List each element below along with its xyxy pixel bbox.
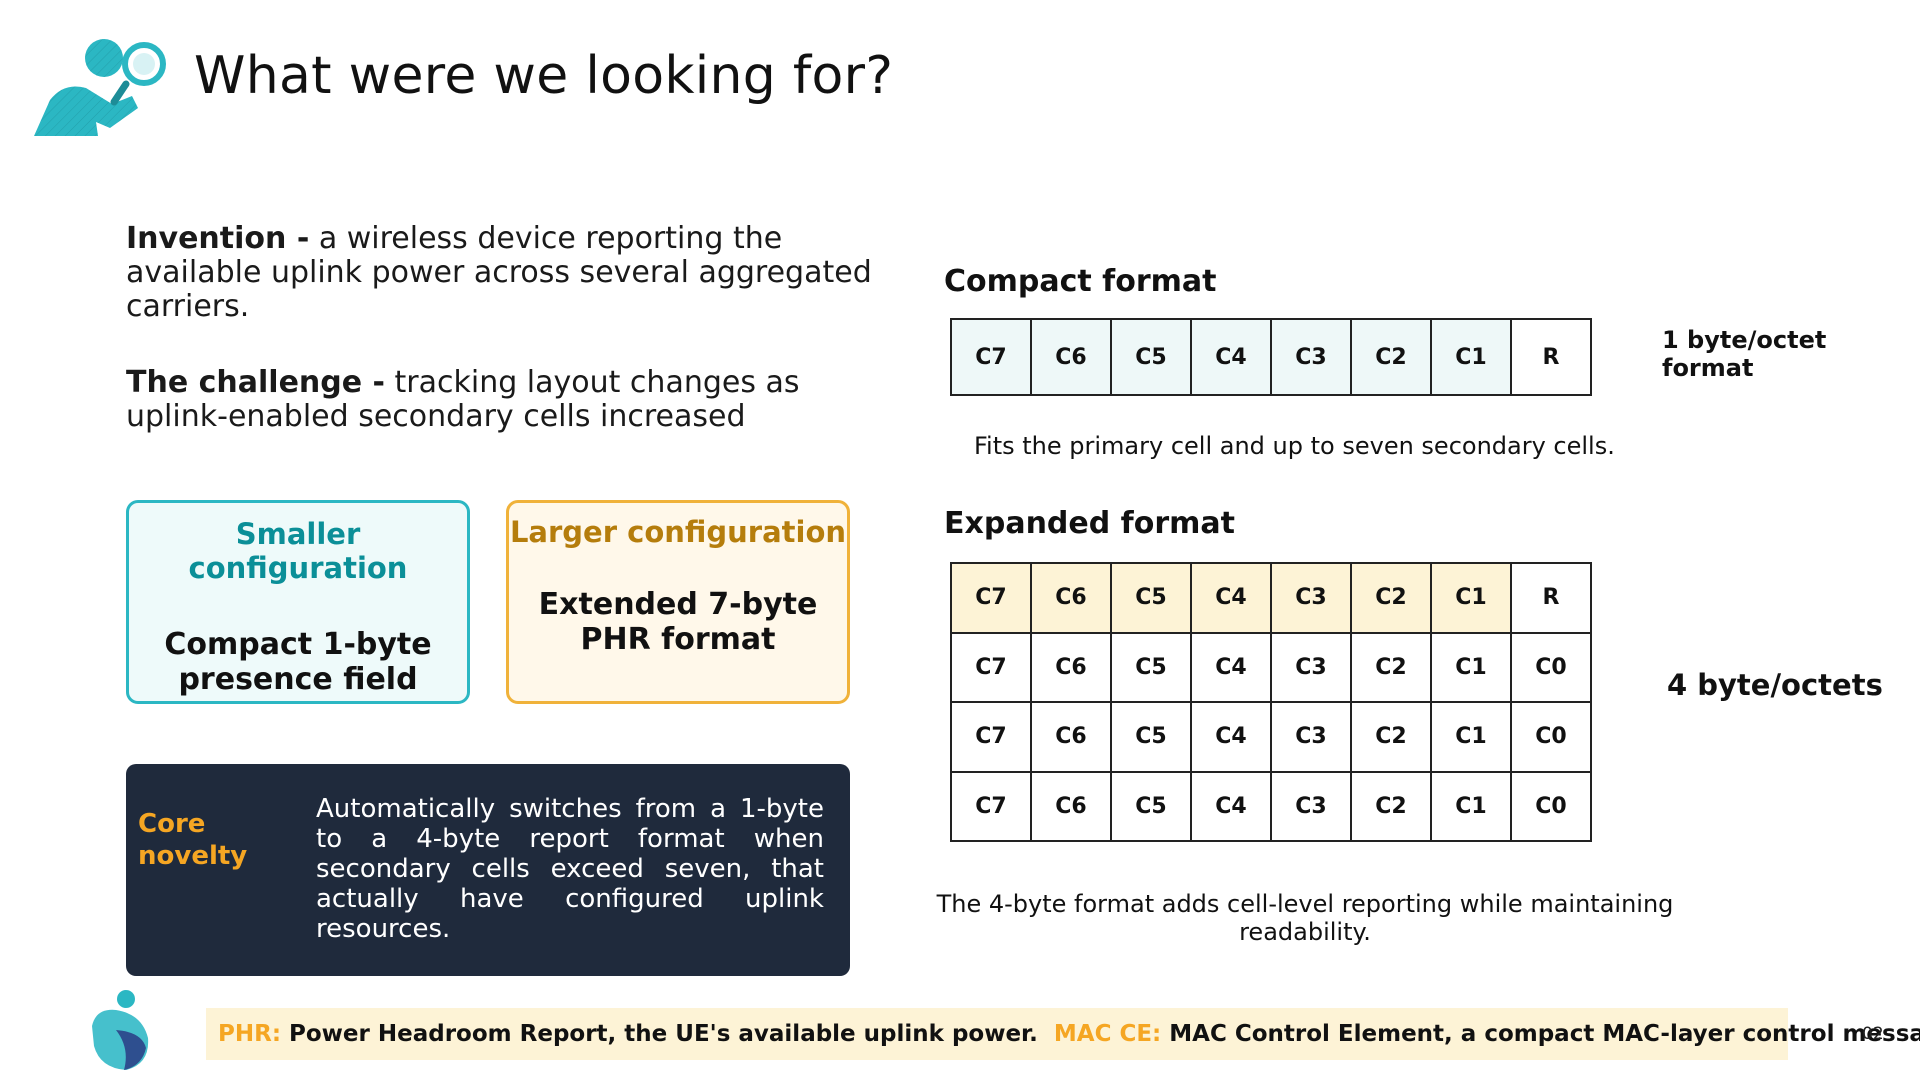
core-novelty-text: Automatically switches from a 1-byte to … (316, 794, 824, 944)
expanded-format-heading: Expanded format (944, 506, 1235, 541)
expanded-bit-cell: C0 (1510, 631, 1592, 703)
expanded-bit-cell: C6 (1030, 770, 1112, 842)
phr-definition: Power Headroom Report, the UE's availabl… (281, 1021, 1038, 1047)
mac-ce-key: MAC CE: (1053, 1021, 1162, 1047)
compact-format-heading: Compact format (944, 264, 1217, 299)
expanded-bit-cell: C5 (1110, 631, 1192, 703)
smaller-configuration-card: Smaller configuration Compact 1-byte pre… (126, 500, 470, 704)
compact-bit-cell: C6 (1030, 318, 1112, 396)
expanded-bit-cell: C7 (950, 562, 1032, 634)
expanded-bit-cell: C6 (1030, 701, 1112, 773)
smaller-configuration-heading: Smaller configuration (188, 517, 408, 585)
expanded-bit-cell: C7 (950, 701, 1032, 773)
expanded-bit-cell: C4 (1190, 562, 1272, 634)
compact-bit-cell: C5 (1110, 318, 1192, 396)
larger-configuration-card: Larger configuration Extended 7-byte PHR… (506, 500, 850, 704)
expanded-bit-cell: R (1510, 562, 1592, 634)
expanded-bit-cell: C4 (1190, 770, 1272, 842)
brand-logo-icon (92, 990, 149, 1070)
expanded-bit-cell: C2 (1350, 562, 1432, 634)
expanded-format-table: C7 C6 C5 C4 C3 C2 C1 R C7 C6 C5 C4 C3 C2… (950, 562, 1592, 842)
invention-text: a wireless device reporting the availabl… (126, 221, 872, 324)
expanded-bit-cell: C3 (1270, 701, 1352, 773)
compact-size-label: 1 byte/octet format (1662, 326, 1827, 382)
expanded-bit-cell: C2 (1350, 631, 1432, 703)
table-row: C7 C6 C5 C4 C3 C2 C1 C0 (950, 770, 1592, 842)
expanded-bit-cell: C3 (1270, 770, 1352, 842)
expanded-size-label: 4 byte/octets (1667, 668, 1883, 702)
table-row: C7 C6 C5 C4 C3 C2 C1 C0 (950, 701, 1592, 773)
expanded-bit-cell: C7 (950, 770, 1032, 842)
expanded-bit-cell: C6 (1030, 631, 1112, 703)
expanded-bit-cell: C1 (1430, 562, 1512, 634)
expanded-bit-cell: C2 (1350, 701, 1432, 773)
expanded-bit-cell: C5 (1110, 701, 1192, 773)
expanded-bit-cell: C1 (1430, 770, 1512, 842)
expanded-bit-cell: C3 (1270, 562, 1352, 634)
page-number: 02 (1862, 1024, 1884, 1044)
larger-configuration-heading: Larger configuration (509, 515, 847, 549)
expanded-bit-cell: C1 (1430, 701, 1512, 773)
expanded-bit-cell: C5 (1110, 770, 1192, 842)
compact-format-table: C7 C6 C5 C4 C3 C2 C1 R (950, 318, 1592, 396)
compact-bit-cell: C7 (950, 318, 1032, 396)
expanded-bit-cell: C2 (1350, 770, 1432, 842)
phr-key: PHR: (218, 1021, 282, 1047)
compact-bit-cell: R (1510, 318, 1592, 396)
expanded-bit-cell: C7 (950, 631, 1032, 703)
expanded-bit-cell: C4 (1190, 631, 1272, 703)
table-row: C7 C6 C5 C4 C3 C2 C1 R (950, 318, 1592, 396)
expanded-bit-cell: C5 (1110, 562, 1192, 634)
challenge-text: tracking layout changes as uplink-enable… (126, 365, 800, 434)
person-magnifier-icon (34, 39, 166, 136)
page-title: What were we looking for? (194, 46, 894, 106)
expanded-format-caption: The 4-byte format adds cell-level report… (936, 890, 1674, 946)
challenge-paragraph: The challenge - tracking layout changes … (126, 366, 886, 434)
core-novelty-label: Core novelty (138, 809, 248, 871)
smaller-configuration-body: Compact 1-byte presence field (164, 627, 432, 697)
table-row: C7 C6 C5 C4 C3 C2 C1 R (950, 562, 1592, 634)
larger-configuration-body: Extended 7-byte PHR format (538, 587, 818, 657)
expanded-bit-cell: C3 (1270, 631, 1352, 703)
mac-ce-definition: MAC Control Element, a compact MAC-layer… (1161, 1021, 1920, 1047)
challenge-lead: The challenge - (126, 365, 385, 400)
compact-bit-cell: C1 (1430, 318, 1512, 396)
expanded-bit-cell: C6 (1030, 562, 1112, 634)
compact-bit-cell: C4 (1190, 318, 1272, 396)
abbreviation-legend: PHR: Power Headroom Report, the UE's ava… (206, 1008, 1920, 1060)
expanded-bit-cell: C1 (1430, 631, 1512, 703)
invention-paragraph: Invention - a wireless device reporting … (126, 222, 886, 324)
core-novelty-panel: Core novelty Automatically switches from… (126, 764, 850, 976)
table-row: C7 C6 C5 C4 C3 C2 C1 C0 (950, 631, 1592, 703)
compact-bit-cell: C3 (1270, 318, 1352, 396)
expanded-bit-cell: C0 (1510, 770, 1592, 842)
expanded-bit-cell: C4 (1190, 701, 1272, 773)
expanded-bit-cell: C0 (1510, 701, 1592, 773)
invention-lead: Invention - (126, 221, 310, 256)
compact-format-caption: Fits the primary cell and up to seven se… (974, 432, 1615, 460)
compact-bit-cell: C2 (1350, 318, 1432, 396)
